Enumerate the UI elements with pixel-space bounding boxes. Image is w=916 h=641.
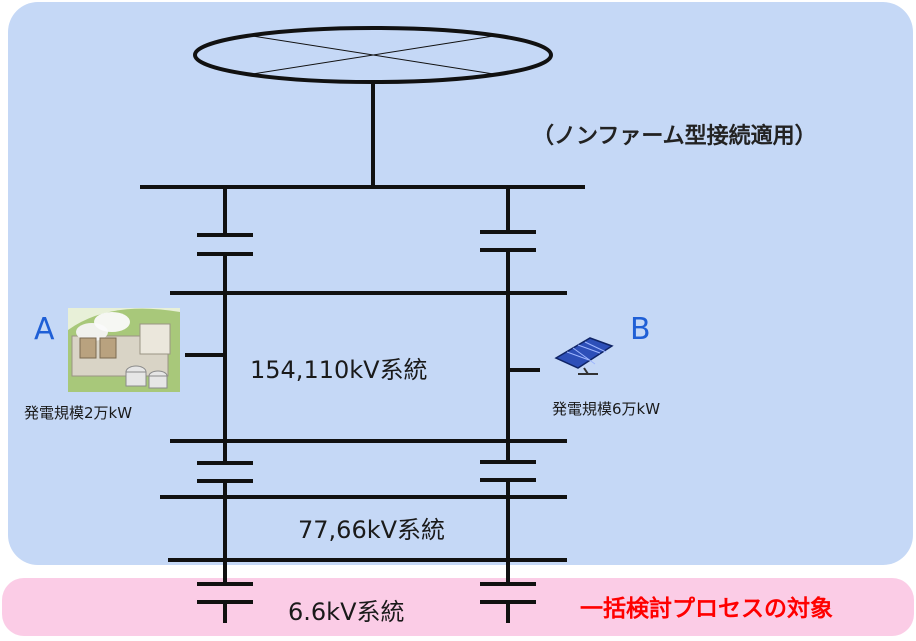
system-77-66kv-label: 77,66kV系統 <box>298 516 446 544</box>
thermal-power-plant-icon <box>68 308 180 392</box>
generator-b-capacity: 発電規模6万kW <box>552 400 661 418</box>
system-6-6kv-label: 6.6kV系統 <box>288 598 405 626</box>
non-firm-connection-label: （ノンファーム型接続適用） <box>532 124 817 149</box>
solar-panel-icon <box>554 337 614 375</box>
distribution-system-panel <box>2 578 914 636</box>
generator-b-letter: B <box>630 312 651 347</box>
generator-a-capacity: 発電規模2万kW <box>24 404 133 422</box>
generator-a-letter: A <box>34 312 55 347</box>
grid-cross-line <box>245 34 501 76</box>
system-154-110kv-label: 154,110kV系統 <box>250 356 428 384</box>
process-target-label: 一括検討プロセスの対象 <box>580 596 833 622</box>
upper-system-panel <box>8 2 913 565</box>
